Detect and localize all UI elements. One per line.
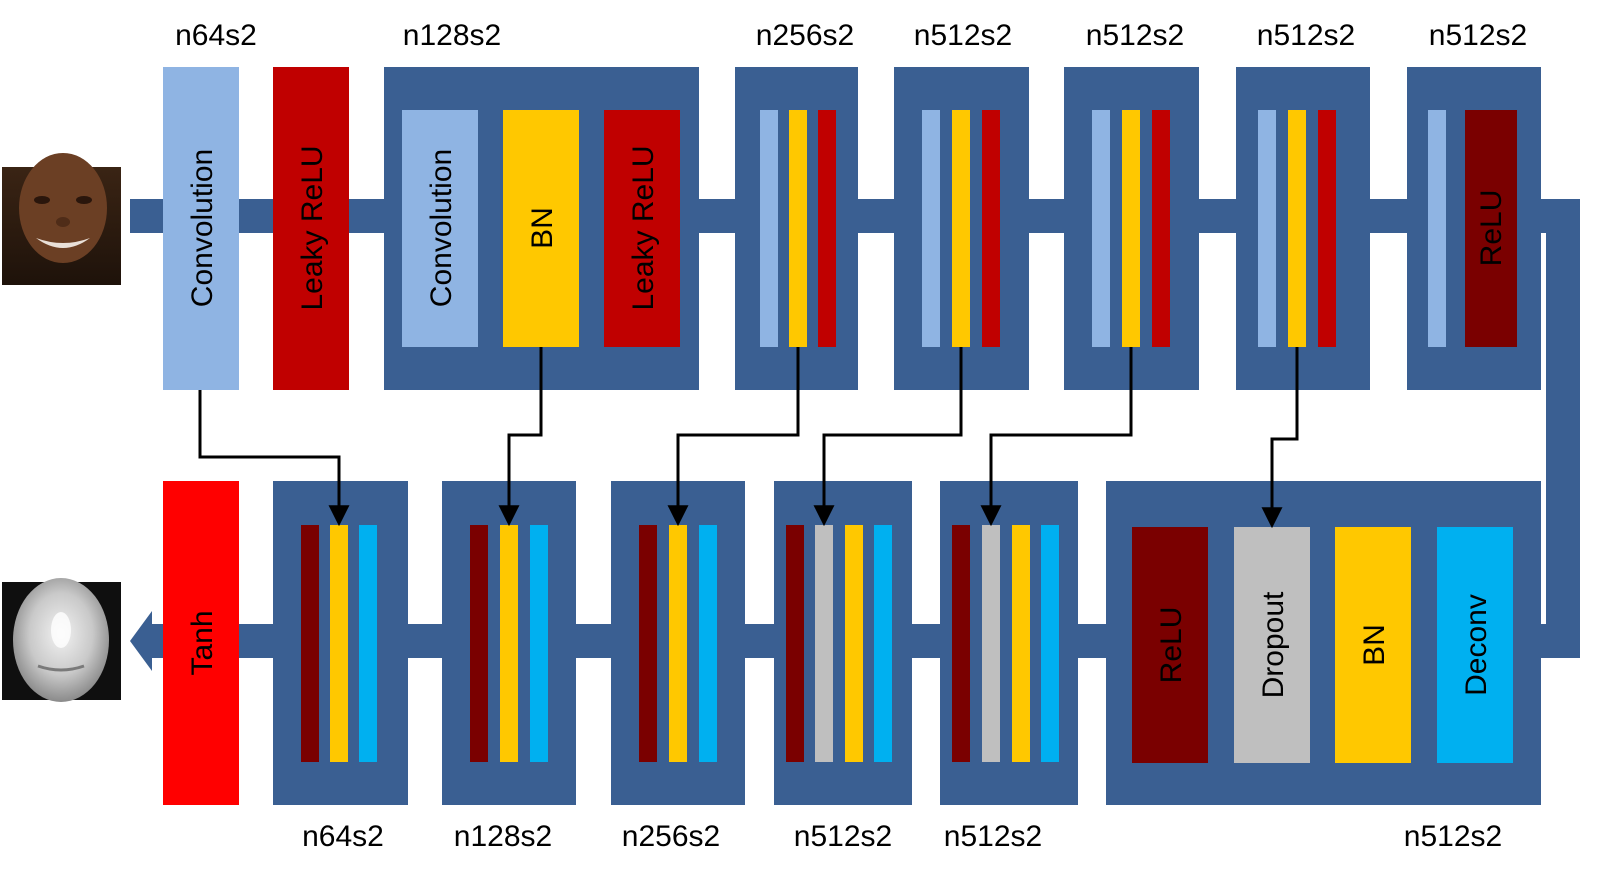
input-face-image: [2, 153, 121, 285]
decoder-label-4: n512s2: [794, 820, 892, 853]
bn-layer-label: BN: [526, 207, 559, 249]
skip-connection-3: [667, 347, 800, 527]
bn-layer: [952, 110, 970, 347]
encoder-block-3: [735, 67, 858, 390]
bn-layer-label: BN: [1358, 624, 1391, 666]
skip-connection-1: [198, 390, 350, 527]
encoder-label-2: n128s2: [403, 19, 501, 52]
decoder-block-3: [611, 481, 745, 805]
skip-connection-5: [980, 347, 1133, 527]
decoder-block-6: ReLU Dropout BN Deconv: [1106, 481, 1541, 805]
relu-layer: [952, 525, 970, 762]
encoder-block-4: [894, 67, 1029, 390]
leaky-relu-layer: [1318, 110, 1336, 347]
decoder-block-2: [442, 481, 576, 805]
decoder-block-1: [273, 481, 408, 805]
bridge-pipe-vertical: [1546, 199, 1580, 658]
conv-layer: [1092, 110, 1110, 347]
bn-layer: [500, 525, 518, 762]
decoder-block-5: [940, 481, 1078, 805]
skip-connection-6: [1261, 347, 1299, 529]
relu-layer: [639, 525, 657, 762]
bn-layer: [669, 525, 687, 762]
dropout-layer-label: Dropout: [1257, 591, 1290, 698]
leaky-relu-layer-label: Leaky ReLU: [296, 145, 329, 310]
bn-layer: [330, 525, 348, 762]
decoder-labels: n64s2 n128s2 n256s2 n512s2 n512s2 n512s2: [302, 820, 1502, 853]
bn-layer: [1335, 527, 1411, 763]
skip-connection-2: [498, 347, 543, 527]
deconv-layer: [359, 525, 377, 762]
encoder-label-5: n512s2: [1086, 19, 1184, 52]
encoder-block-6: [1236, 67, 1370, 390]
output-arrow-head: [130, 611, 152, 671]
leaky-relu-layer: [818, 110, 836, 347]
encoder-label-6: n512s2: [1257, 19, 1355, 52]
encoder: Convolution Leaky ReLU Convolution BN Le…: [163, 67, 1541, 390]
decoder-label-3: n256s2: [622, 820, 720, 853]
encoder-block-2: Convolution BN Leaky ReLU: [384, 67, 699, 390]
decoder: Tanh: [163, 481, 1541, 805]
skip-connection-4: [813, 347, 963, 527]
conv-layer: [402, 110, 478, 347]
bn-layer: [1288, 110, 1306, 347]
dropout-layer: [815, 525, 833, 762]
relu-layer: [1465, 110, 1517, 347]
relu-layer-label: ReLU: [1155, 607, 1188, 684]
dropout-layer: [1234, 527, 1310, 763]
deconv-layer: [1437, 527, 1513, 763]
encoder-label-3: n256s2: [756, 19, 854, 52]
relu-layer: [786, 525, 804, 762]
decoder-label-2: n128s2: [454, 820, 552, 853]
dropout-layer: [982, 525, 1000, 762]
bn-layer: [1012, 525, 1030, 762]
relu-layer: [470, 525, 488, 762]
encoder-block-5: [1064, 67, 1199, 390]
deconv-layer: [874, 525, 892, 762]
leaky-relu-layer: [982, 110, 1000, 347]
deconv-layer: [699, 525, 717, 762]
tanh-block: Tanh: [163, 481, 239, 805]
leaky-relu-layer: [1152, 110, 1170, 347]
encoder-block-1: Convolution Leaky ReLU: [163, 67, 349, 390]
bn-layer: [503, 110, 579, 347]
leaky-relu-layer-label: Leaky ReLU: [627, 145, 660, 310]
conv-layer: [163, 67, 239, 390]
leaky-relu-layer: [604, 110, 680, 347]
conv-layer: [760, 110, 778, 347]
relu-layer-label: ReLU: [1475, 190, 1508, 267]
encoder-label-1: n64s2: [175, 19, 257, 52]
encoder-label-4: n512s2: [914, 19, 1012, 52]
output-depth-image: [2, 578, 121, 702]
leaky-relu-layer: [273, 67, 349, 390]
deconv-layer-label: Deconv: [1460, 594, 1493, 696]
conv-layer: [1428, 110, 1446, 347]
deconv-layer: [1041, 525, 1059, 762]
bn-layer: [1122, 110, 1140, 347]
bn-layer: [789, 110, 807, 347]
relu-layer: [301, 525, 319, 762]
conv-layer-label: Convolution: [425, 149, 458, 307]
relu-layer: [1132, 527, 1208, 763]
decoder-label-6: n512s2: [1404, 820, 1502, 853]
conv-layer: [1258, 110, 1276, 347]
decoder-label-1: n64s2: [302, 820, 384, 853]
skip-connections: [198, 347, 1299, 529]
encoder-block-7: ReLU: [1407, 67, 1541, 390]
encoder-labels: n64s2 n128s2 n256s2 n512s2 n512s2 n512s2…: [175, 19, 1527, 52]
decoder-block-4: [774, 481, 912, 805]
conv-layer-label: Convolution: [186, 149, 219, 307]
encoder-label-7: n512s2: [1429, 19, 1527, 52]
decoder-label-5: n512s2: [944, 820, 1042, 853]
deconv-layer: [530, 525, 548, 762]
conv-layer: [922, 110, 940, 347]
tanh-layer-label: Tanh: [186, 610, 219, 675]
tanh-layer: [163, 481, 239, 805]
bn-layer: [845, 525, 863, 762]
